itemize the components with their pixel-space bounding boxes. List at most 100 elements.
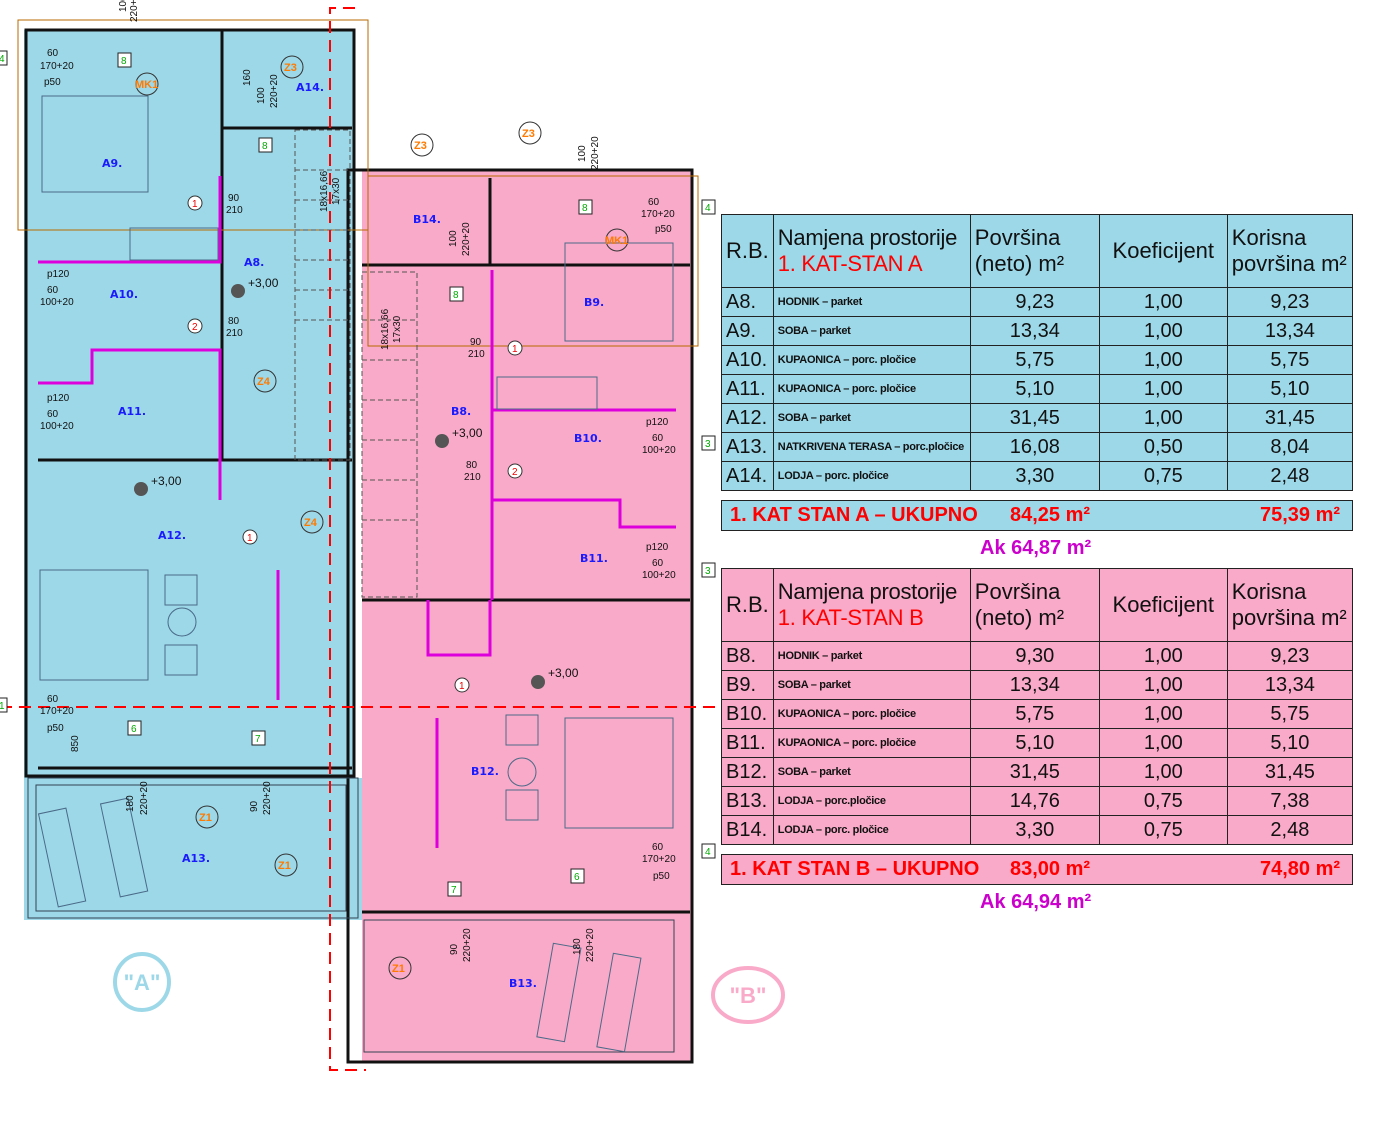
room-code: A13. (721, 432, 774, 462)
coefficient: 1,00 (1098, 316, 1228, 346)
window-tag: 4 (0, 50, 8, 66)
total-row-apartment-a: 1. KAT STAN A – UKUPNO 84,25 m² 75,39 m² (721, 500, 1353, 531)
floor-plan: A9. A14. A8. A10. A11. A12. A13. B14. B9… (0, 0, 785, 1071)
svg-text:4: 4 (705, 847, 711, 858)
usable-area: 2,48 (1226, 815, 1354, 845)
svg-text:4: 4 (0, 54, 5, 65)
bathroom-partitions (38, 176, 676, 848)
svg-text:Z3: Z3 (414, 140, 427, 152)
svg-text:210: 210 (226, 205, 243, 216)
svg-text:8: 8 (262, 141, 268, 152)
header-stan: 1. KAT-STAN B (777, 605, 924, 630)
usable-area: 8,04 (1226, 432, 1354, 462)
header-namjena: Namjena prostorije (777, 579, 958, 604)
apartment-a-area (24, 30, 362, 920)
svg-text:100+20: 100+20 (642, 445, 676, 456)
level-marker: +3,00 (231, 276, 279, 298)
svg-text:170+20: 170+20 (40, 61, 74, 72)
room-code: A12. (721, 403, 774, 433)
svg-text:MK1: MK1 (135, 79, 158, 91)
apartment-marker-a: "A" (113, 952, 171, 1012)
header-korisna: Korisna (1231, 225, 1307, 250)
usable-area: 9,23 (1226, 641, 1354, 671)
window-tag: 6 (570, 868, 585, 884)
header-stan: 1. KAT-STAN A (777, 251, 923, 276)
room-purpose: LODJA – porc. pločice (772, 461, 971, 491)
svg-text:p120: p120 (47, 393, 70, 404)
svg-text:60: 60 (47, 48, 59, 59)
room-label-a11: A11. (118, 405, 146, 418)
svg-text:Z1: Z1 (392, 963, 405, 975)
header-rb: R.B. (721, 214, 774, 288)
usable-area: 2,48 (1226, 461, 1354, 491)
svg-text:60: 60 (648, 197, 660, 208)
net-area: 13,34 (969, 316, 1100, 346)
total-neto: 84,25 m² (1010, 504, 1091, 526)
tag-mk1: MK1 (135, 72, 159, 96)
svg-text:170+20: 170+20 (642, 854, 676, 865)
svg-text:1: 1 (247, 533, 253, 544)
net-area: 31,45 (969, 403, 1100, 433)
svg-text:8: 8 (121, 56, 127, 67)
svg-text:7: 7 (255, 734, 261, 745)
window-tag: 3 (701, 562, 716, 578)
svg-text:220+20: 220+20 (461, 222, 472, 256)
usable-area: 31,45 (1226, 403, 1354, 433)
coefficient: 1,00 (1098, 345, 1228, 375)
header-korisna-2: površina m² (1231, 251, 1347, 276)
svg-text:p50: p50 (655, 224, 672, 235)
room-code: B11. (721, 728, 774, 758)
svg-text:210: 210 (464, 472, 481, 483)
furniture (37, 95, 674, 1053)
net-area: 31,45 (969, 757, 1100, 787)
svg-text:MK1: MK1 (605, 235, 628, 247)
svg-text:60: 60 (47, 285, 59, 296)
window-tag: 7 (447, 881, 462, 897)
total-row-apartment-b: 1. KAT STAN B – UKUPNO 83,00 m² 74,80 m² (721, 854, 1353, 885)
usable-area: 13,34 (1226, 670, 1354, 700)
svg-text:210: 210 (226, 328, 243, 339)
tag-z1: Z1 (195, 805, 219, 829)
door-marker: 1 (242, 529, 258, 545)
room-label-a13: A13. (182, 852, 210, 865)
svg-text:220+20: 220+20 (585, 928, 596, 962)
room-label-b9: B9. (584, 296, 604, 309)
svg-text:170+20: 170+20 (641, 209, 675, 220)
room-code: A14. (721, 461, 774, 491)
ak-value-a: Ak 64,87 m² (980, 537, 1092, 559)
usable-area: 5,10 (1226, 374, 1354, 404)
usable-area: 5,10 (1226, 728, 1354, 758)
svg-text:+3,00: +3,00 (151, 474, 182, 488)
svg-text:180: 180 (125, 795, 136, 812)
room-purpose: SOBA – parket (772, 316, 971, 346)
svg-text:p50: p50 (653, 871, 670, 882)
room-purpose: SOBA – parket (772, 403, 971, 433)
svg-text:18x16,66: 18x16,66 (380, 308, 391, 350)
room-purpose: KUPAONICA – porc. pločice (772, 345, 971, 375)
coefficient: 1,00 (1098, 699, 1228, 729)
room-purpose: KUPAONICA – porc. pločice (772, 728, 971, 758)
net-area: 5,75 (969, 345, 1100, 375)
net-area: 5,10 (969, 374, 1100, 404)
room-label-b10: B10. (574, 432, 602, 445)
svg-text:"A": "A" (124, 970, 161, 995)
svg-text:220+20: 220+20 (269, 74, 280, 108)
svg-text:p120: p120 (646, 417, 669, 428)
svg-text:Z3: Z3 (284, 62, 297, 74)
room-purpose: SOBA – parket (772, 757, 971, 787)
tag-z4: Z4 (300, 510, 324, 534)
net-area: 14,76 (969, 786, 1100, 816)
net-area: 9,23 (969, 287, 1100, 317)
total-korisna: 74,80 m² (1260, 858, 1341, 880)
